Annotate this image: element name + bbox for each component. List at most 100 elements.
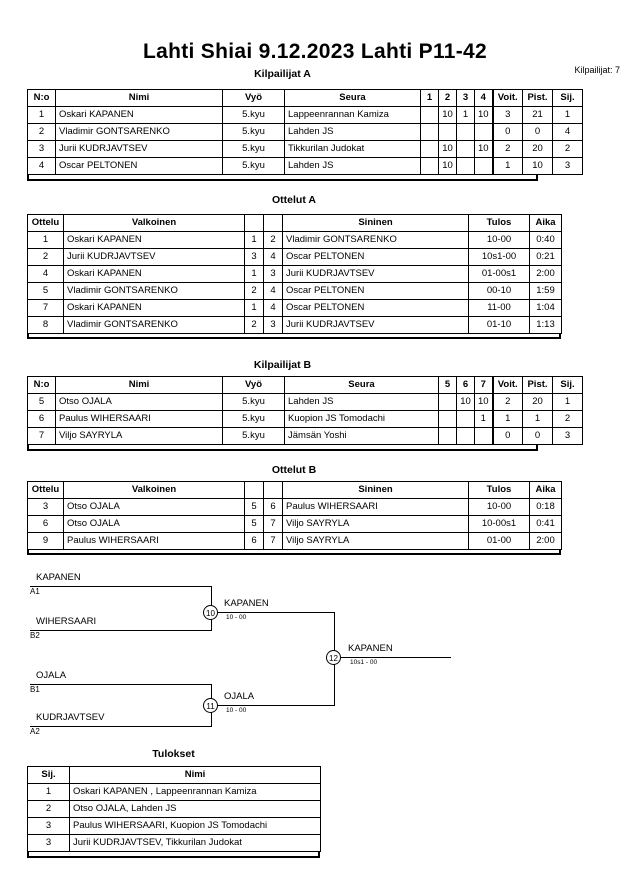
matches-b-caption: Ottelut B — [271, 464, 317, 476]
bracket-entry-seed-3: B1 — [30, 685, 40, 694]
cell-belt: 5.kyu — [222, 140, 285, 158]
cell-wins: 0 — [491, 123, 523, 141]
cell-club: Kuopion JS Tomodachi — [284, 410, 439, 428]
cell-blue-no: 3 — [263, 316, 283, 334]
cell-blue-no: 3 — [263, 265, 283, 283]
bracket-entry-name-4: KUDRJAVTSEV — [36, 712, 105, 723]
cell-points: 21 — [522, 106, 553, 124]
cell-points: 10 — [522, 157, 553, 175]
matches-a-header-row: Ottelu Valkoinen Sininen Tulos Aika — [27, 214, 562, 232]
cell-result: 01-00s1 — [468, 265, 530, 283]
cell-time: 1:59 — [529, 282, 562, 300]
cell-match-score — [420, 123, 439, 141]
cell-white-no: 5 — [244, 515, 264, 533]
cell-white-name: Otso OJALA — [63, 498, 245, 516]
results-header-row: Sij. Nimi — [27, 766, 321, 784]
pool-a-caption: Kilpailijat A — [254, 68, 311, 80]
cell-white-no: 1 — [244, 265, 264, 283]
cell-rank: 1 — [552, 106, 583, 124]
col-name: Nimi — [55, 376, 223, 394]
cell-name: Oskari KAPANEN — [55, 106, 223, 124]
cell-time: 1:13 — [529, 316, 562, 334]
cell-no: 3 — [27, 140, 56, 158]
cell-match-no: 9 — [27, 532, 64, 550]
col-result: Tulos — [468, 214, 530, 232]
cell-no: 1 — [27, 106, 56, 124]
cell-no: 5 — [27, 393, 56, 411]
finals-bracket: KAPANEN A1 WIHERSAARI B2 10 KAPANEN 10 -… — [0, 560, 630, 740]
cell-blue-no: 4 — [263, 282, 283, 300]
bracket-final-winner: KAPANEN — [348, 643, 393, 654]
results-caption: Tulokset — [152, 748, 195, 760]
cell-result: 01-10 — [468, 316, 530, 334]
bracket-line-entry-4 — [30, 726, 211, 727]
cell-name: Oscar PELTONEN — [55, 157, 223, 175]
col-points: Pist. — [522, 376, 553, 394]
cell-blue-no: 7 — [263, 532, 283, 550]
cell-match-score: 10 — [438, 140, 457, 158]
col-white-no — [244, 214, 264, 232]
col-points: Pist. — [522, 89, 553, 107]
page-title: Lahti Shiai 9.12.2023 Lahti P11-42 — [142, 40, 488, 63]
col-m7: 7 — [474, 376, 493, 394]
cell-belt: 5.kyu — [222, 410, 285, 428]
cell-wins: 3 — [491, 106, 523, 124]
cell-name: Jurii KUDRJAVTSEV, Tikkurilan Judokat — [69, 834, 321, 852]
col-m5: 5 — [438, 376, 457, 394]
cell-points: 20 — [522, 140, 553, 158]
bracket-semi-top-winner: KAPANEN — [224, 598, 269, 609]
cell-match-score — [474, 157, 493, 175]
cell-match-no: 3 — [27, 498, 64, 516]
cell-rank: 2 — [27, 800, 70, 818]
col-blue: Sininen — [282, 214, 469, 232]
cell-match-score: 10 — [438, 157, 457, 175]
col-time: Aika — [529, 481, 562, 499]
cell-blue-name: Oscar PELTONEN — [282, 248, 469, 266]
cell-result: 00-10 — [468, 282, 530, 300]
cell-match-no: 2 — [27, 248, 64, 266]
cell-blue-name: Oscar PELTONEN — [282, 282, 469, 300]
cell-no: 2 — [27, 123, 56, 141]
cell-white-name: Paulus WIHERSAARI — [63, 532, 245, 550]
cell-match-score — [420, 157, 439, 175]
cell-belt: 5.kyu — [222, 427, 285, 445]
bracket-entry-name-2: WIHERSAARI — [36, 616, 97, 627]
cell-club: Lahden JS — [284, 123, 421, 141]
cell-name: Otso OJALA — [55, 393, 223, 411]
cell-time: 0:18 — [529, 498, 562, 516]
cell-white-no: 3 — [244, 248, 264, 266]
cell-match-score — [474, 427, 493, 445]
cell-match-score: 10 — [438, 106, 457, 124]
bracket-match-no-12: 12 — [326, 650, 341, 665]
cell-blue-name: Jurii KUDRJAVTSEV — [282, 316, 469, 334]
col-belt: Vyö — [222, 376, 285, 394]
cell-name: Vladimir GONTSARENKO — [55, 123, 223, 141]
cell-match-score: 1 — [456, 106, 475, 124]
col-name: Nimi — [55, 89, 223, 107]
cell-match-no: 4 — [27, 265, 64, 283]
bracket-line-semi-bottom-winner — [218, 705, 334, 706]
col-wins: Voit. — [491, 376, 523, 394]
cell-result: 10-00 — [468, 231, 530, 249]
entrant-count-label: Kilpailijat: 7 — [574, 65, 620, 75]
col-blue-no — [263, 481, 283, 499]
cell-result: 10s1-00 — [468, 248, 530, 266]
cell-points: 0 — [522, 427, 553, 445]
cell-time: 0:41 — [529, 515, 562, 533]
matches-b-header-row: Ottelu Valkoinen Sininen Tulos Aika — [27, 481, 562, 499]
cell-result: 01-00 — [468, 532, 530, 550]
